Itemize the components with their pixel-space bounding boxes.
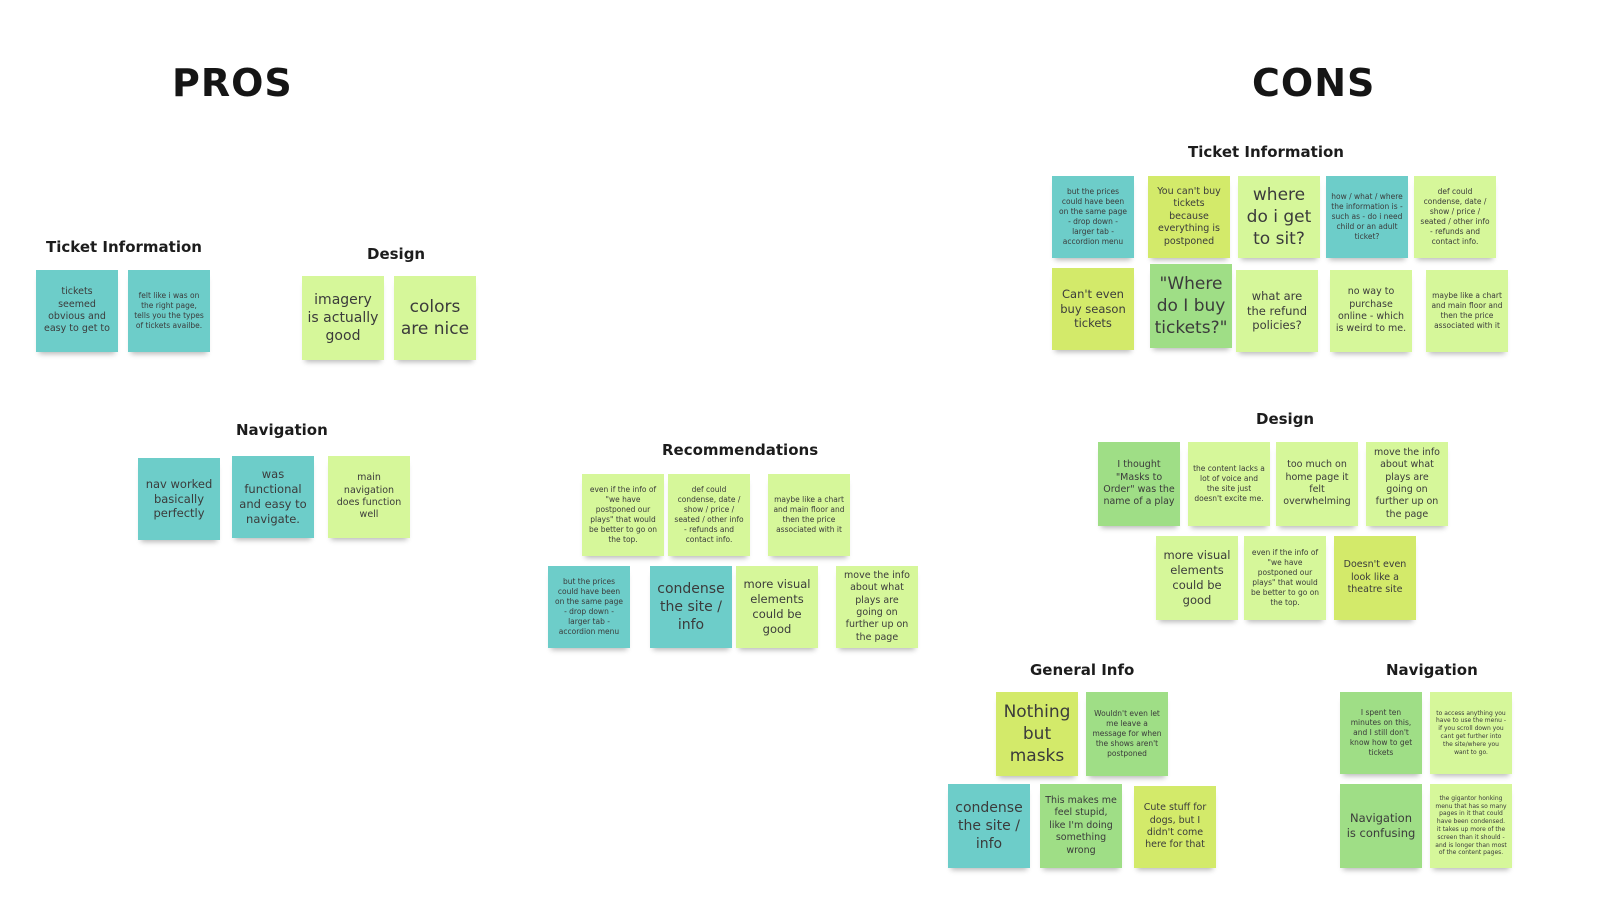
- sticky-note[interactable]: I spent ten minutes on this, and I still…: [1340, 692, 1422, 774]
- sticky-note[interactable]: the content lacks a lot of voice and the…: [1188, 442, 1270, 526]
- sticky-note[interactable]: what are the refund policies?: [1236, 270, 1318, 352]
- sticky-note[interactable]: maybe like a chart and main floor and th…: [1426, 270, 1508, 352]
- sticky-note[interactable]: condense the site / info: [948, 784, 1030, 868]
- cons-ticket-information-heading: Ticket Information: [1188, 143, 1344, 161]
- cons-general-info-heading: General Info: [1030, 661, 1135, 679]
- sticky-note[interactable]: Nothing but masks: [996, 692, 1078, 776]
- sticky-note[interactable]: Doesn't even look like a theatre site: [1334, 536, 1416, 620]
- cons-design-heading: Design: [1256, 410, 1315, 428]
- sticky-note[interactable]: tickets seemed obvious and easy to get t…: [36, 270, 118, 352]
- sticky-note[interactable]: nav worked basically perfectly: [138, 458, 220, 540]
- sticky-note[interactable]: even if the info of "we have postponed o…: [1244, 536, 1326, 620]
- pros-ticket-information-heading: Ticket Information: [46, 238, 202, 256]
- sticky-note[interactable]: "Where do I buy tickets?": [1150, 264, 1232, 348]
- sticky-note[interactable]: but the prices could have been on the sa…: [1052, 176, 1134, 258]
- pros-navigation-heading: Navigation: [236, 421, 328, 439]
- sticky-note[interactable]: Cute stuff for dogs, but I didn't come h…: [1134, 786, 1216, 868]
- sticky-note[interactable]: more visual elements could be good: [1156, 536, 1238, 620]
- sticky-note[interactable]: maybe like a chart and main floor and th…: [768, 474, 850, 556]
- pros-heading: PROS: [172, 61, 293, 105]
- sticky-note[interactable]: to access anything you have to use the m…: [1430, 692, 1512, 774]
- cons-heading: CONS: [1252, 61, 1376, 105]
- sticky-note[interactable]: You can't buy tickets because everything…: [1148, 176, 1230, 258]
- sticky-note[interactable]: colors are nice: [394, 276, 476, 360]
- sticky-note[interactable]: even if the info of "we have postponed o…: [582, 474, 664, 556]
- sticky-note[interactable]: move the info about what plays are going…: [836, 566, 918, 648]
- sticky-note[interactable]: I thought "Masks to Order" was the name …: [1098, 442, 1180, 526]
- sticky-note[interactable]: def could condense, date / show / price …: [668, 474, 750, 556]
- sticky-note[interactable]: no way to purchase online - which is wei…: [1330, 270, 1412, 352]
- sticky-note[interactable]: the gigantor honking menu that has so ma…: [1430, 784, 1512, 868]
- recommendations-heading: Recommendations: [662, 441, 819, 459]
- sticky-note[interactable]: main navigation does function well: [328, 456, 410, 538]
- sticky-note[interactable]: Can't even buy season tickets: [1052, 268, 1134, 350]
- sticky-note[interactable]: too much on home page it felt overwhelmi…: [1276, 442, 1358, 526]
- sticky-note[interactable]: Wouldn't even let me leave a message for…: [1086, 692, 1168, 776]
- sticky-note[interactable]: where do i get to sit?: [1238, 176, 1320, 258]
- sticky-note[interactable]: This makes me feel stupid, like I'm doin…: [1040, 784, 1122, 868]
- pros-design-heading: Design: [367, 245, 426, 263]
- sticky-note[interactable]: but the prices could have been on the sa…: [548, 566, 630, 648]
- sticky-note[interactable]: condense the site / info: [650, 566, 732, 648]
- sticky-note[interactable]: Navigation is confusing: [1340, 784, 1422, 868]
- sticky-note[interactable]: how / what / where the information is - …: [1326, 176, 1408, 258]
- sticky-note[interactable]: move the info about what plays are going…: [1366, 442, 1448, 526]
- sticky-note[interactable]: more visual elements could be good: [736, 566, 818, 648]
- sticky-note[interactable]: was functional and easy to navigate.: [232, 456, 314, 538]
- sticky-note[interactable]: felt like i was on the right page, tells…: [128, 270, 210, 352]
- cons-navigation-heading: Navigation: [1386, 661, 1478, 679]
- sticky-note[interactable]: imagery is actually good: [302, 276, 384, 360]
- sticky-note[interactable]: def could condense, date / show / price …: [1414, 176, 1496, 258]
